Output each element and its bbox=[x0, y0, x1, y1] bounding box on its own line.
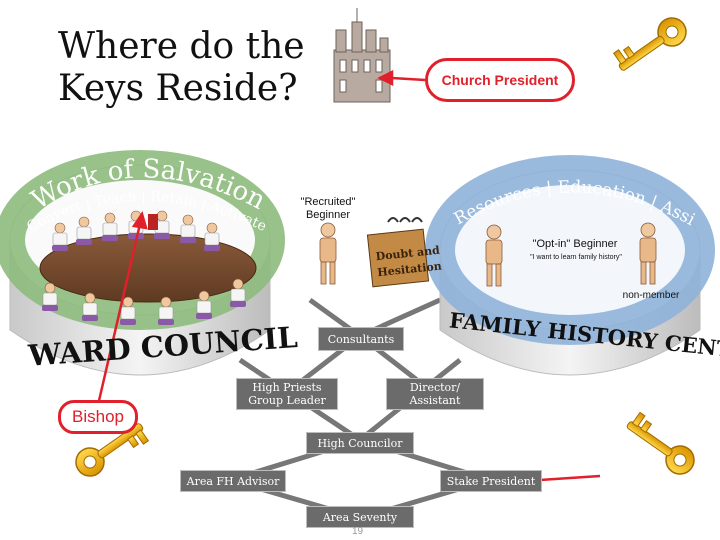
director-line2: Assistant bbox=[409, 394, 461, 407]
consultants-box: Consultants bbox=[318, 327, 404, 351]
area-seventy-box: Area Seventy bbox=[306, 506, 414, 528]
family-history-center-cylinder bbox=[425, 155, 715, 376]
doubt-sign bbox=[366, 217, 430, 288]
high-priests-line2: Group Leader bbox=[248, 394, 326, 407]
high-priests-box: High Priests Group Leader bbox=[236, 378, 338, 410]
high-councilor-box: High Councilor bbox=[306, 432, 414, 454]
page-number: 19 bbox=[352, 526, 364, 537]
stake-president-box: Stake President bbox=[440, 470, 542, 492]
director-line1: Director/ bbox=[409, 381, 461, 394]
non-member-label: non-member bbox=[622, 290, 680, 301]
recruited-label-line1: "Recruited" bbox=[300, 196, 356, 208]
temple-icon bbox=[333, 8, 391, 103]
slide-title: Where do the Keys Reside? bbox=[58, 26, 318, 110]
opt-in-label: "Opt-in" Beginner bbox=[532, 238, 618, 250]
key-icon-top-right bbox=[610, 10, 693, 81]
high-priests-line1: High Priests bbox=[252, 381, 322, 394]
slide-title-line2: Keys Reside? bbox=[58, 68, 298, 109]
recruited-label: "Recruited" Beginner bbox=[288, 196, 368, 222]
slide-title-line1: Where do the bbox=[58, 26, 305, 67]
area-fh-advisor-box: Area FH Advisor bbox=[180, 470, 286, 492]
director-box: Director/ Assistant bbox=[386, 378, 484, 410]
bishop-callout: Bishop bbox=[58, 400, 138, 434]
recruited-person-icon bbox=[319, 222, 337, 285]
key-icon-bottom-right bbox=[619, 410, 702, 481]
church-president-callout: Church President bbox=[425, 58, 575, 102]
ward-council-cylinder bbox=[0, 150, 285, 376]
recruited-label-line2: Beginner bbox=[305, 209, 351, 221]
opt-in-quote: "I want to learn family history" bbox=[530, 254, 622, 261]
